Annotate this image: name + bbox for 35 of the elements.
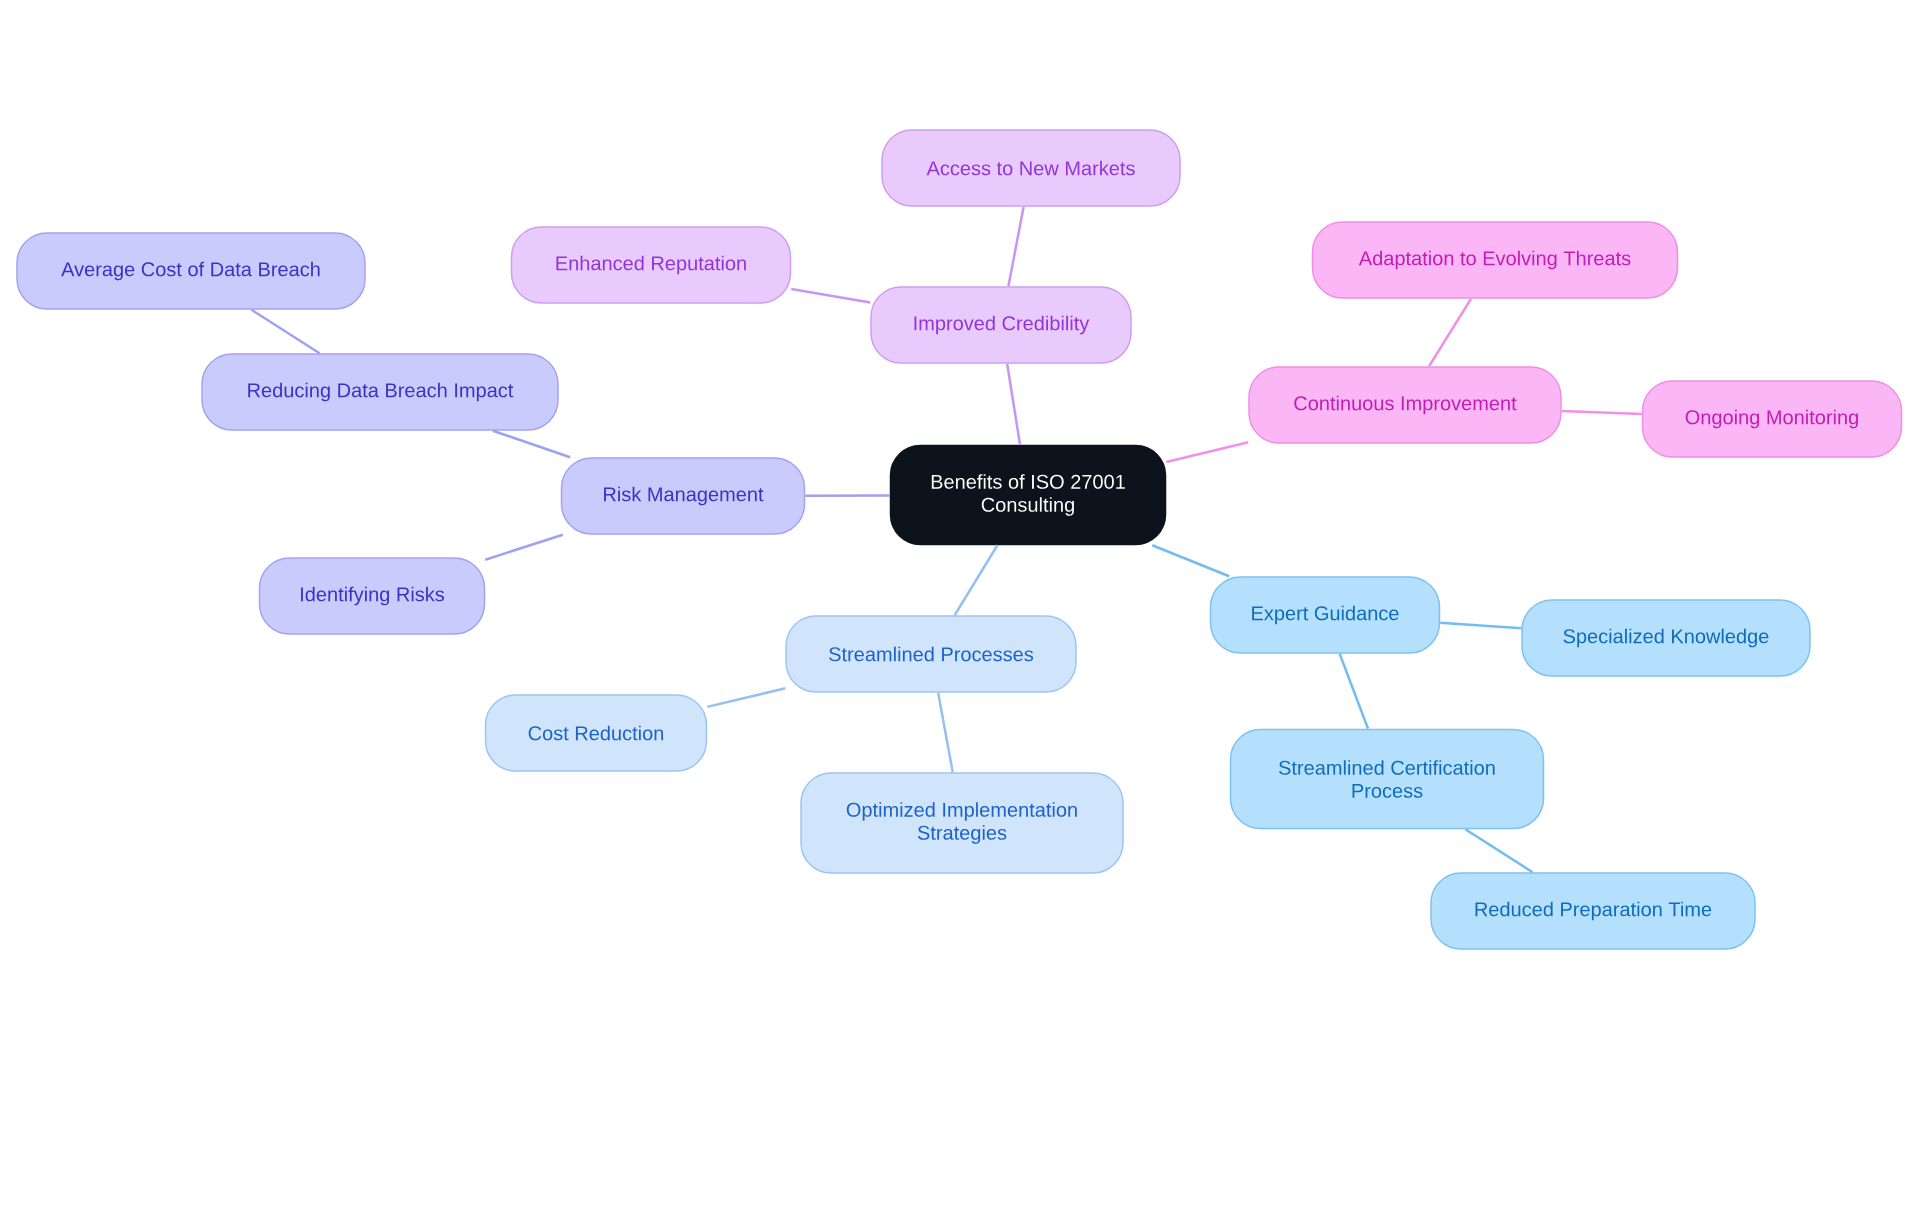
topic-box: Improved Credibility bbox=[870, 286, 1132, 364]
topic-box: Average Cost of Data Breach bbox=[16, 232, 366, 310]
topic-box: Streamlined Certification Process bbox=[1229, 728, 1545, 830]
connector-line bbox=[936, 692, 954, 773]
topic-box: Access to New Markets bbox=[881, 129, 1181, 207]
connector-line bbox=[492, 429, 571, 459]
connector-line bbox=[706, 687, 786, 709]
connector-line bbox=[1005, 363, 1022, 445]
topic-box: Optimized Implementation Strategies bbox=[800, 772, 1124, 874]
topic-box: Cost Reduction bbox=[484, 694, 708, 772]
topic-box: Risk Management bbox=[560, 457, 806, 535]
topic-box: Streamlined Processes bbox=[785, 615, 1077, 693]
topic-box: Enhanced Reputation bbox=[510, 226, 792, 304]
connector-line bbox=[791, 287, 871, 304]
connector-line bbox=[1464, 828, 1534, 874]
connector-line bbox=[805, 494, 890, 497]
topic-box: Ongoing Monitoring bbox=[1641, 380, 1903, 458]
topic-box: Identifying Risks bbox=[258, 557, 486, 635]
connector-line bbox=[953, 544, 999, 616]
connector-line bbox=[484, 533, 564, 561]
connector-line bbox=[1151, 544, 1230, 578]
topic-box: Adaptation to Evolving Threats bbox=[1311, 221, 1679, 299]
topic-box: Reduced Preparation Time bbox=[1430, 872, 1756, 950]
connector-line bbox=[1007, 206, 1025, 287]
connector-line bbox=[1165, 441, 1249, 464]
connector-line bbox=[250, 308, 321, 355]
connector-line bbox=[1428, 298, 1473, 367]
topic-box: Specialized Knowledge bbox=[1521, 599, 1811, 677]
connector-line bbox=[1440, 621, 1522, 630]
connector-line bbox=[1561, 409, 1642, 416]
topic-box: Continuous Improvement bbox=[1248, 366, 1562, 444]
connector-line bbox=[1338, 653, 1370, 730]
topic-box: Reducing Data Breach Impact bbox=[201, 353, 559, 431]
central-topic-box: Benefits of ISO 27001 Consulting bbox=[889, 444, 1167, 546]
topic-box: Expert Guidance bbox=[1209, 576, 1441, 654]
